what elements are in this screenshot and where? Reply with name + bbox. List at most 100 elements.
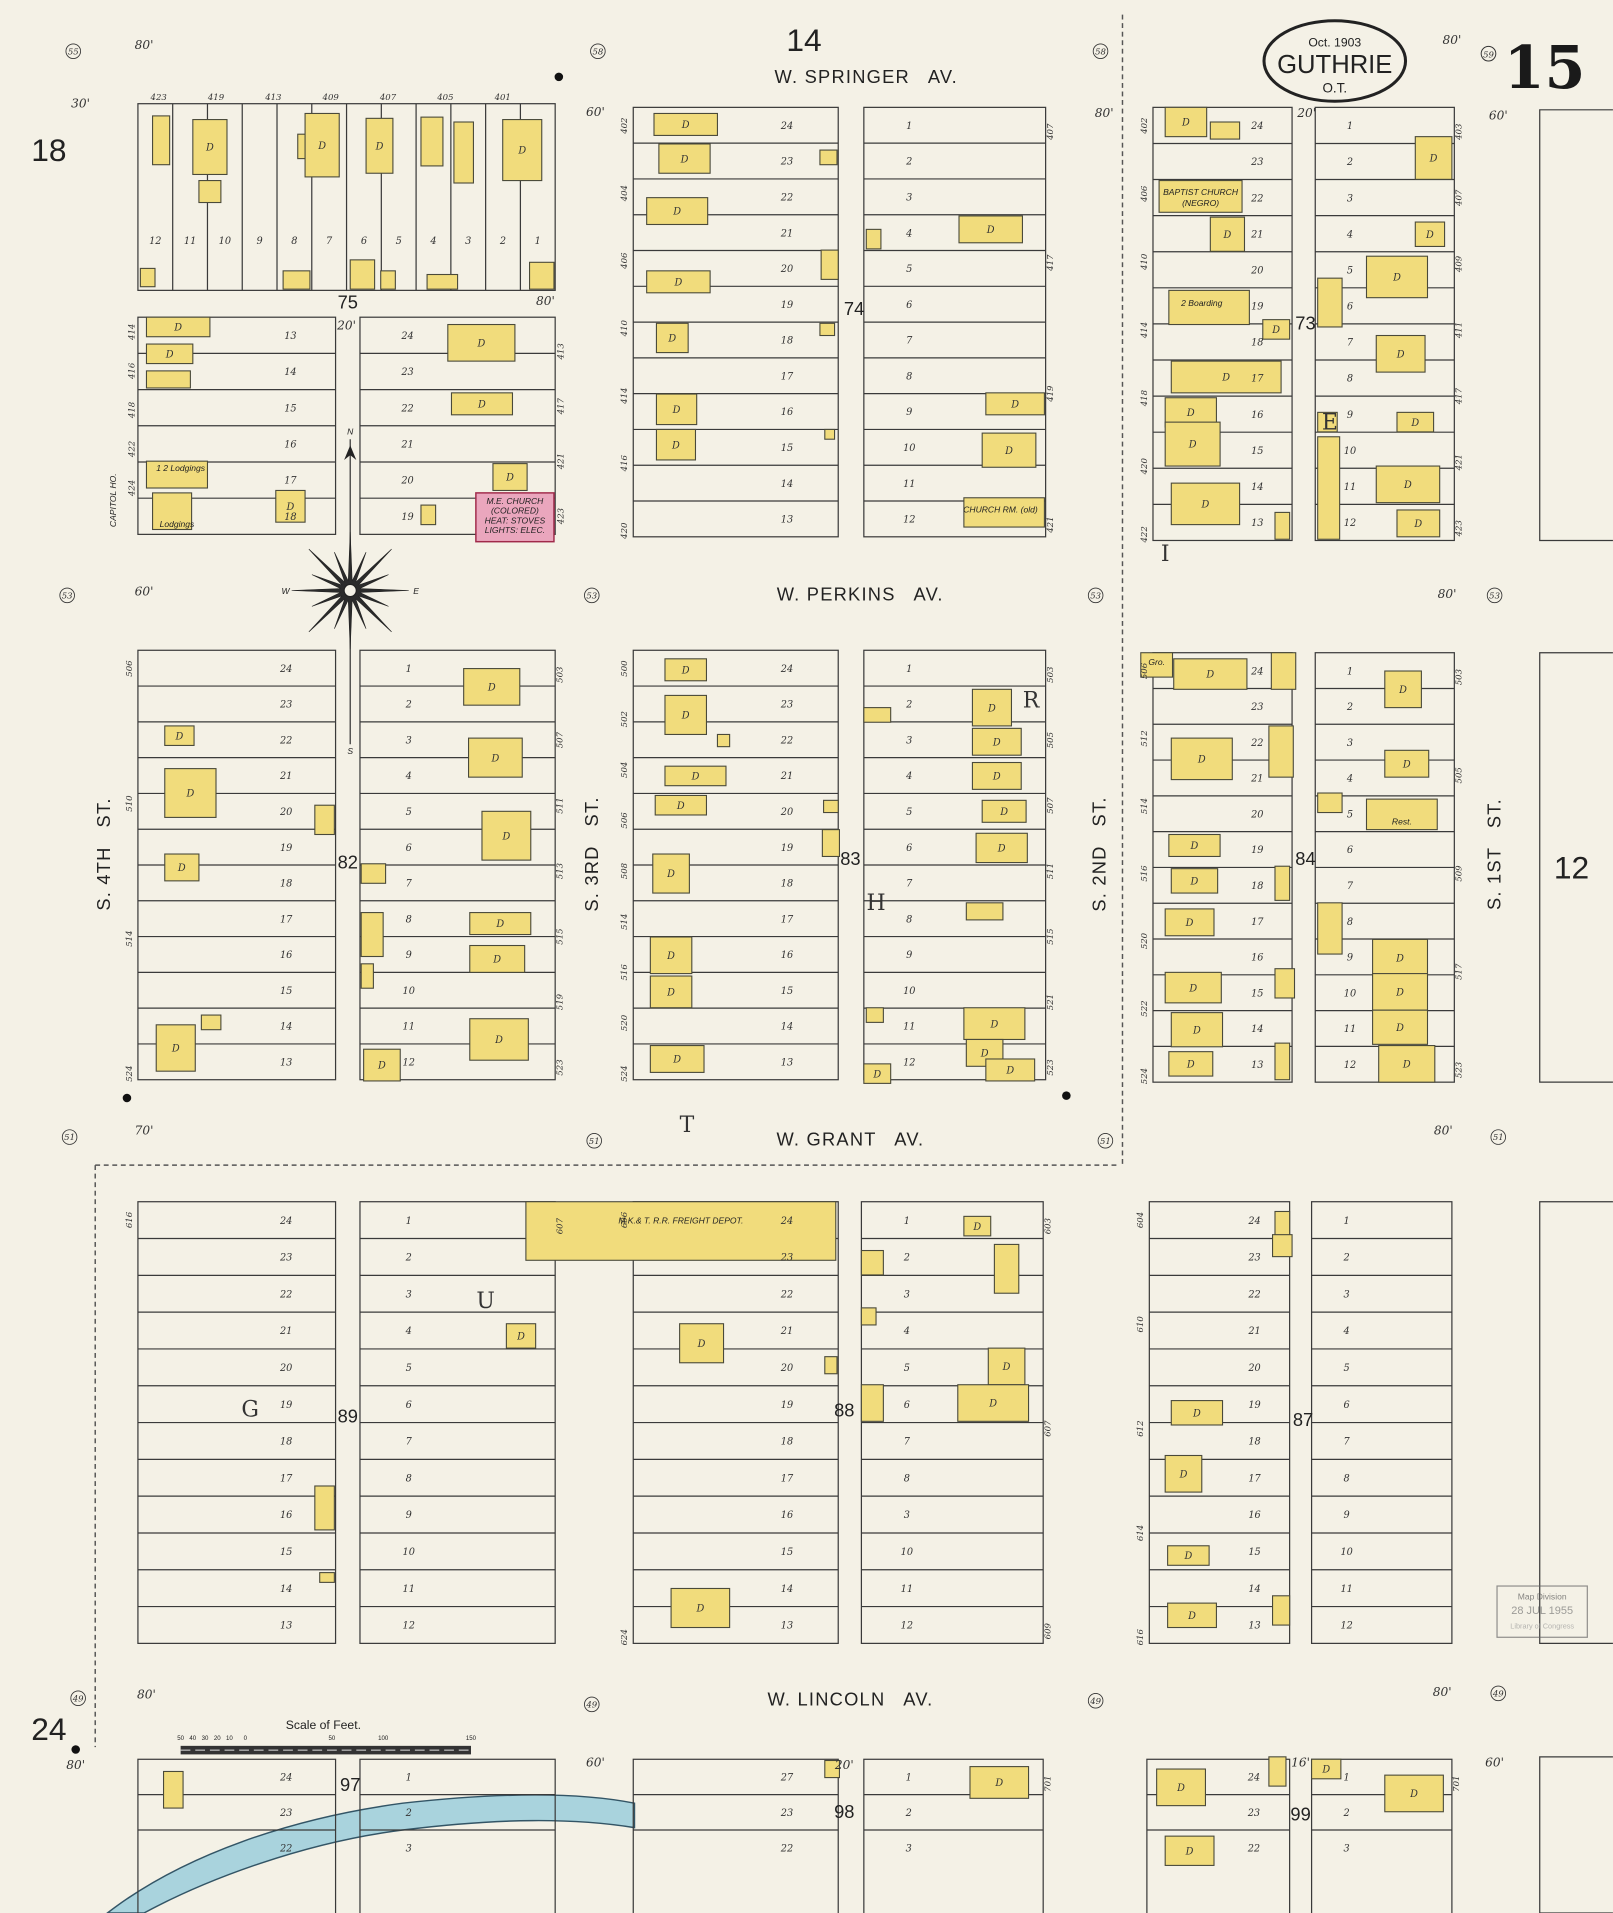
dwelling-label: D [1398, 685, 1407, 696]
street-width-marker [1490, 1685, 1507, 1702]
street-width-number: 53 [1090, 591, 1101, 601]
key-letter: I [1161, 542, 1170, 567]
frame-building [453, 121, 474, 184]
lot-number: 14 [781, 479, 793, 490]
frame-building [1272, 1234, 1293, 1258]
compass-e: E [413, 586, 419, 596]
frame-building [1164, 1835, 1215, 1866]
street-width-marker [1092, 43, 1109, 59]
dimension-label: 60' [135, 584, 154, 598]
address-number: 512 [1140, 730, 1150, 746]
dwelling-label: D [476, 338, 485, 349]
compass-s: S [347, 746, 353, 756]
address-number: 507 [555, 731, 565, 748]
address-number: 407 [379, 93, 397, 103]
lot-number: 9 [257, 236, 263, 247]
lot-number: 3 [1347, 193, 1353, 204]
dwelling-label: D [986, 225, 995, 236]
lot-number: 19 [781, 1400, 793, 1411]
frame-building [1384, 749, 1430, 778]
address-number: 418 [1140, 389, 1150, 407]
frame-building [1164, 971, 1222, 1004]
lot-number: 18 [781, 336, 793, 347]
lot-number: 15 [1251, 988, 1263, 999]
lot-number: 16 [1251, 953, 1263, 964]
lot-number: 6 [906, 843, 912, 854]
compass-n: N [347, 426, 354, 436]
address-number: 420 [620, 522, 630, 540]
street-s-3rd: S. 3RD ST. [581, 796, 602, 911]
dwelling-label: D [494, 1035, 503, 1046]
frame-building [985, 392, 1045, 416]
church-room-building [963, 497, 1045, 528]
street-w-springer: W. SPRINGER AV. [775, 66, 958, 87]
lot-number: 14 [280, 1022, 292, 1033]
lot-number: 23 [780, 157, 793, 168]
dwelling-label: D [681, 665, 690, 676]
lot-number: 8 [904, 1473, 910, 1484]
dwelling-label: D [980, 1049, 989, 1060]
street-width-number: 49 [1492, 1689, 1504, 1699]
address-number: 421 [1046, 516, 1056, 533]
street-width-marker [1087, 1692, 1104, 1709]
lot-number: 5 [396, 236, 402, 247]
frame-building [824, 428, 836, 440]
me-church-label: M.E. CHURCH [486, 496, 544, 506]
street-width-marker [586, 1132, 602, 1149]
lodgings-label: 1 2 Lodgings [156, 463, 206, 473]
frame-building [468, 737, 523, 778]
dwelling-label: D [286, 502, 295, 513]
address-number: 409 [322, 93, 340, 103]
address-number: 403 [1455, 123, 1465, 141]
lot-number: 19 [781, 300, 793, 311]
dwelling-label: D [477, 399, 486, 410]
lot-number: 4 [405, 1326, 412, 1337]
address-number: 421 [1455, 454, 1465, 471]
dwelling-label: D [1185, 1846, 1194, 1857]
address-number: 418 [127, 401, 137, 419]
lot-number: 1 [1347, 666, 1353, 677]
address-number: 624 [620, 1629, 630, 1645]
frame-building [360, 863, 387, 884]
dwelling-label: D [1188, 983, 1197, 994]
dwelling-label: D [1181, 118, 1190, 129]
lot-number: 21 [780, 1326, 793, 1337]
lot-number: 8 [1344, 1473, 1350, 1484]
frame-building [1375, 334, 1426, 373]
lot-number: 16 [781, 950, 793, 961]
lot-number: 22 [279, 1843, 292, 1854]
lot-number: 24 [1250, 666, 1263, 677]
frame-building [1274, 1210, 1291, 1237]
address-number: 701 [1452, 1776, 1462, 1792]
lot-number: 22 [1250, 738, 1263, 749]
address-number: 524 [1140, 1068, 1150, 1084]
block-east-half [359, 1758, 556, 1913]
lot-number: 23 [780, 1253, 793, 1264]
frame-building [1170, 1400, 1224, 1426]
lot-number: 22 [780, 1843, 793, 1854]
lot-number: 13 [1248, 1621, 1260, 1632]
street-width-marker [1486, 587, 1503, 604]
lot-number: 23 [279, 700, 292, 711]
dwelling-label: D [1186, 1060, 1195, 1071]
frame-building [481, 810, 532, 861]
frame-building [860, 1307, 877, 1326]
lot-number: 18 [1251, 338, 1263, 349]
frame-building [152, 115, 171, 166]
lot-number: 2 [405, 700, 412, 711]
lot-number: 17 [1248, 1473, 1261, 1484]
lot-number: 22 [1247, 1843, 1260, 1854]
frame-building [1167, 1545, 1210, 1566]
adjacent-block-outline [1539, 109, 1613, 542]
dwelling-label: D [375, 141, 384, 152]
dwelling-label: D [673, 277, 682, 288]
dwelling-label: D [1185, 918, 1194, 929]
street-w-lincoln: W. LINCOLN AV. [767, 1689, 933, 1710]
frame-building [1365, 255, 1429, 299]
dwelling-label: D [999, 807, 1008, 818]
lot-number: 20 [279, 807, 292, 818]
lot-number: 1 [1344, 1773, 1350, 1784]
block-west-half [137, 1758, 337, 1913]
lot-number: 12 [903, 515, 915, 526]
frame-building [679, 1323, 725, 1364]
